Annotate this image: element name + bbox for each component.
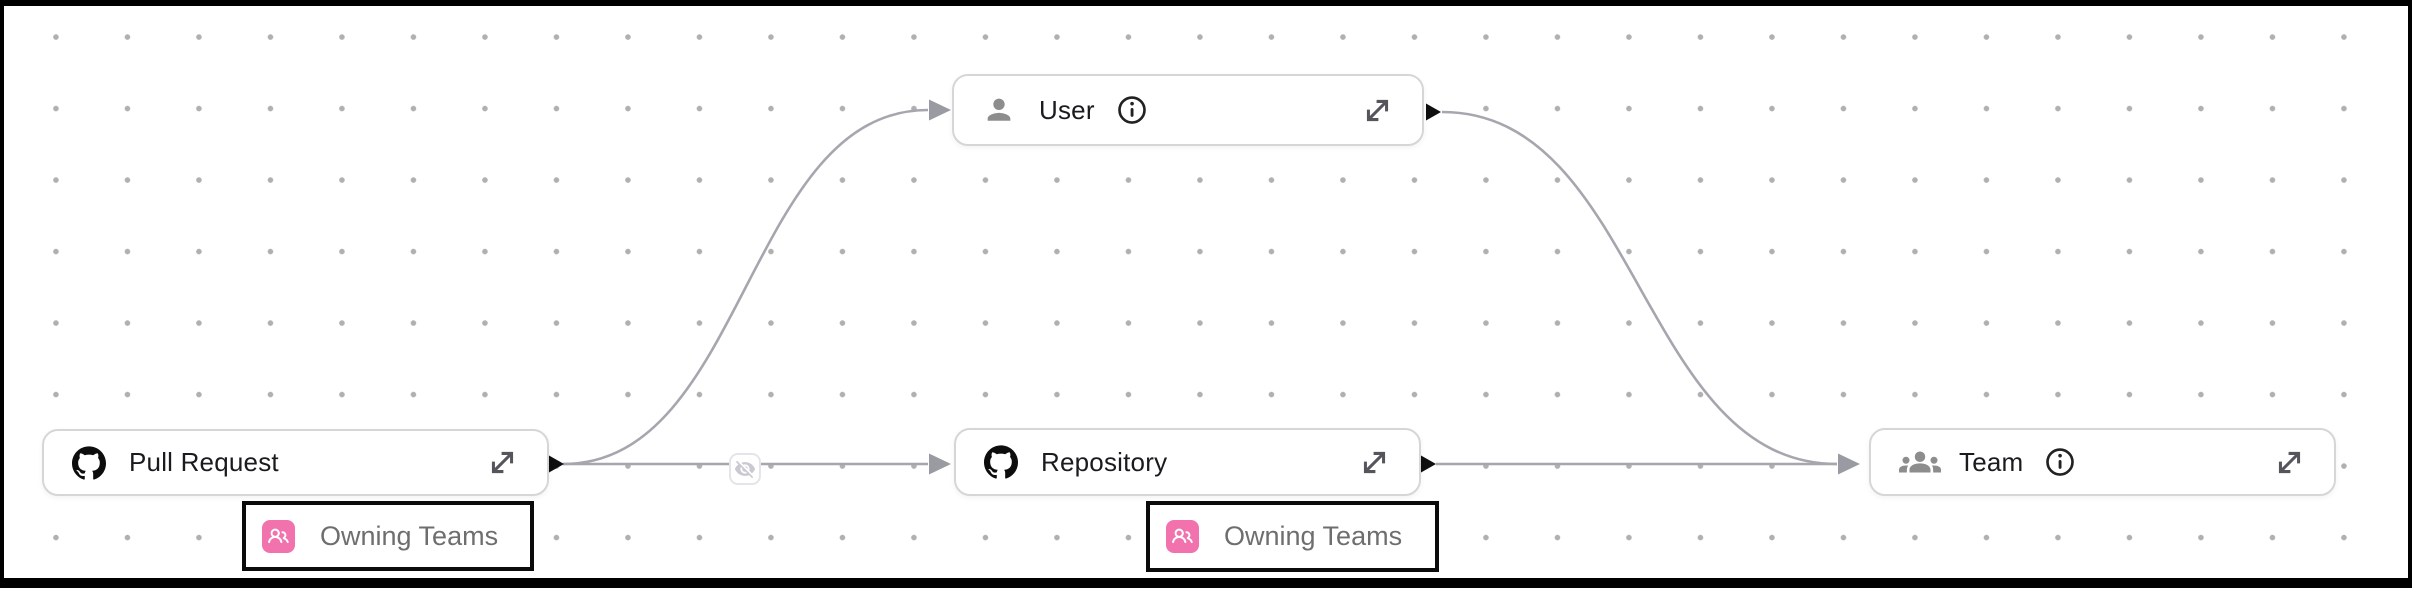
github-icon <box>72 446 106 480</box>
source-handle-repository[interactable] <box>1421 456 1436 473</box>
team-pink-icon <box>262 520 295 553</box>
node-label: User <box>1039 95 1095 126</box>
node-label: Repository <box>1041 447 1167 478</box>
node-user[interactable]: User <box>952 74 1424 146</box>
expand-icon[interactable] <box>1363 96 1392 125</box>
edge-user-team[interactable] <box>1442 112 1837 464</box>
node-label: Team <box>1959 447 2023 478</box>
owning-teams-text: Owning Teams <box>1224 521 1402 552</box>
node-repository[interactable]: Repository <box>954 428 1421 496</box>
node-pull-request[interactable]: Pull Request <box>42 429 549 496</box>
owning-teams-text: Owning Teams <box>320 521 498 552</box>
expand-icon[interactable] <box>1360 448 1389 477</box>
graph-canvas[interactable]: Pull Request User <box>4 6 2408 578</box>
person-icon <box>982 93 1016 127</box>
node-team[interactable]: Team <box>1869 428 2336 496</box>
source-handle-user[interactable] <box>1426 104 1441 121</box>
expand-icon[interactable] <box>488 448 517 477</box>
arrowhead-into-team <box>1838 454 1860 475</box>
info-icon[interactable] <box>2045 447 2075 477</box>
owning-teams-label[interactable]: Owning Teams <box>242 501 534 571</box>
expand-icon[interactable] <box>2275 448 2304 477</box>
arrowhead-into-repository <box>929 454 951 475</box>
github-icon <box>984 445 1018 479</box>
arrowhead-into-user <box>929 100 951 121</box>
source-handle-pull-request[interactable] <box>549 456 564 473</box>
team-pink-icon <box>1166 520 1199 553</box>
info-icon[interactable] <box>1117 95 1147 125</box>
eye-off-icon <box>734 458 756 480</box>
hidden-edge-badge[interactable] <box>729 453 761 485</box>
owning-teams-label[interactable]: Owning Teams <box>1146 501 1439 572</box>
node-label: Pull Request <box>129 447 279 478</box>
edge-pull-request-user[interactable] <box>563 110 928 464</box>
groups-icon <box>1899 441 1941 483</box>
